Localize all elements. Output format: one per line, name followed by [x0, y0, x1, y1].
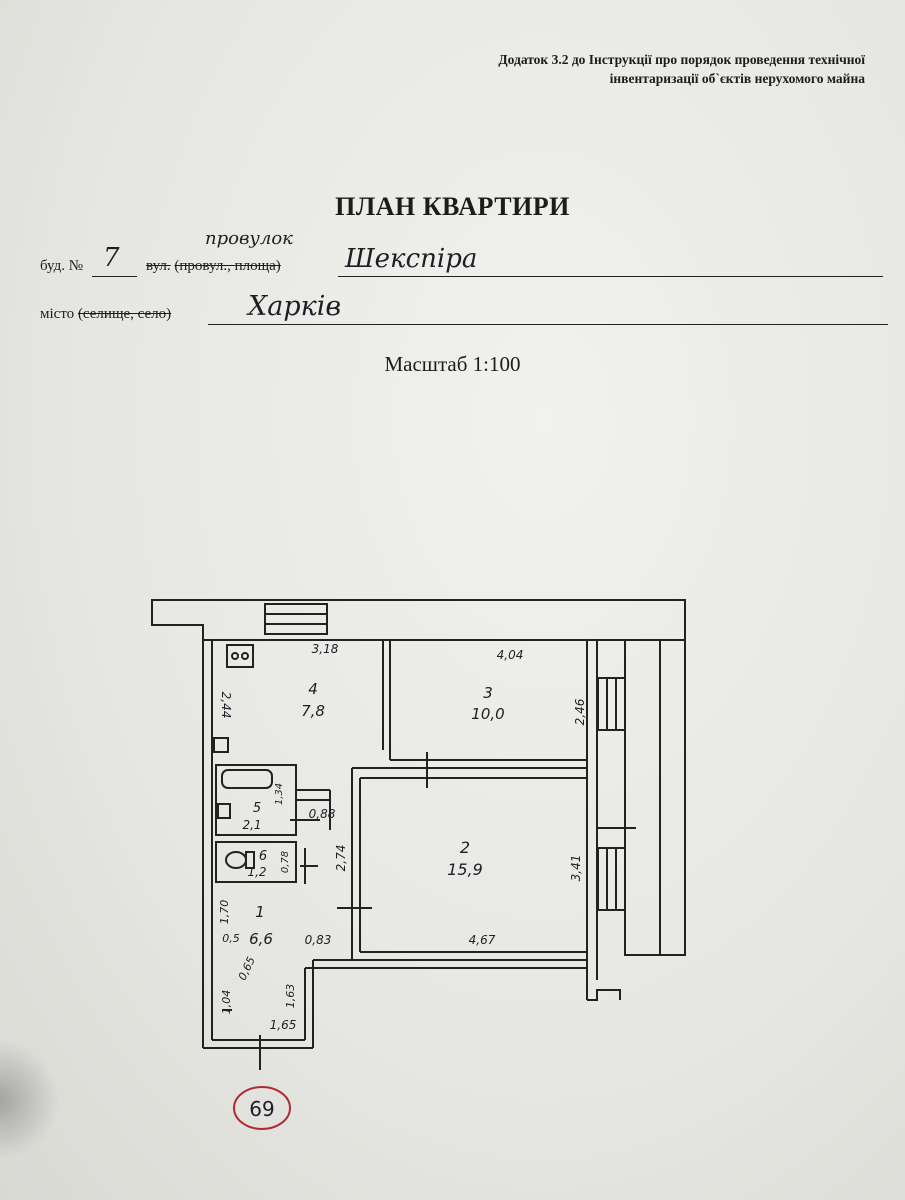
city-label: місто (селище, село) [40, 306, 171, 323]
room-1-area: 6,6 [249, 930, 273, 948]
dim-2-46: 2,46 [573, 698, 587, 725]
room-6-number: 6 [259, 849, 267, 864]
dim-1-04: 1,04 [220, 990, 233, 1015]
appendix-note: Додаток 3.2 до Інструкції про порядок пр… [345, 50, 865, 88]
street-name: Шекспіра [345, 244, 478, 274]
dimension-labels: 3,18 4,04 2,44 2,46 1,34 0,88 2,74 0,78 … [218, 642, 587, 1032]
city-label-prefix: місто [40, 306, 75, 322]
building-label: буд. № [40, 258, 84, 274]
room-3-number: 3 [483, 684, 493, 702]
room-4-area: 7,8 [301, 702, 325, 720]
dim-3-18: 3,18 [312, 642, 339, 656]
page-edge-shadow [0, 1040, 60, 1160]
street-line [338, 276, 883, 277]
dim-3-41: 3,41 [569, 855, 583, 882]
dim-1-34: 1,34 [274, 783, 285, 805]
dim-2-44: 2,44 [219, 692, 233, 719]
building-number: 7 [103, 243, 120, 273]
room-1-number: 1 [255, 903, 265, 921]
dim-2-74: 2,74 [334, 845, 348, 872]
room-2-area: 15,9 [447, 860, 483, 879]
room-labels: 4 7,8 3 10,0 2 15,9 5 2,1 6 1,2 1 6,6 [242, 680, 504, 948]
page-number-circle [233, 1086, 291, 1130]
dim-0-88: 0,88 [309, 807, 336, 821]
dim-0-83: 0,83 [305, 933, 332, 947]
dim-4-04: 4,04 [497, 648, 524, 662]
room-6-area: 1,2 [247, 865, 266, 879]
street-type-handwritten: провулок [205, 228, 293, 249]
dim-4-67: 4,67 [469, 933, 496, 947]
scale-label: Масштаб 1:100 [384, 352, 521, 376]
room-3-area: 10,0 [471, 705, 504, 723]
room-4-number: 4 [308, 680, 318, 698]
city-name: Харків [248, 291, 342, 322]
dim-0-5: 0,5 [222, 932, 240, 945]
document-title: ПЛАН КВАРТИРИ [335, 192, 570, 221]
street-label: вул. (провул., площа) [146, 258, 281, 275]
page-number: 69 [249, 1097, 274, 1121]
room-5-area: 2,1 [242, 818, 261, 832]
walls [151, 599, 686, 1070]
dim-1-65: 1,65 [270, 1018, 297, 1032]
street-label-struck: (провул., площа) [174, 258, 281, 274]
dim-1-63: 1,63 [284, 984, 297, 1009]
dim-1-70: 1,70 [218, 900, 231, 925]
city-label-struck: (селище, село) [77, 306, 172, 322]
city-line [208, 324, 888, 325]
appendix-line-2: інвентаризації об`єктів нерухомого майна [609, 71, 865, 86]
dim-0-65: 0,65 [236, 955, 258, 983]
appendix-line-1: Додаток 3.2 до Інструкції про порядок пр… [498, 52, 865, 67]
building-number-line [92, 276, 137, 277]
room-2-number: 2 [460, 838, 470, 857]
street-label-prefix: вул. [146, 258, 171, 274]
dim-0-78: 0,78 [280, 851, 291, 873]
room-5-number: 5 [253, 801, 261, 816]
address-row: буд. № [40, 258, 83, 275]
